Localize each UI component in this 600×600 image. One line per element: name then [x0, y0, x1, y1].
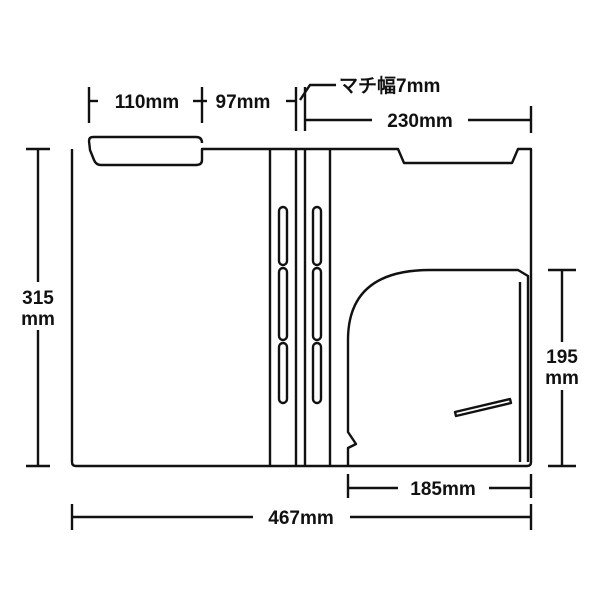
right-width-label: 230mm: [387, 111, 453, 132]
binding-fastener-left: [277, 205, 289, 405]
pocket-height-unit-label: mm: [545, 368, 579, 389]
gap-width-label: 97mm: [216, 92, 271, 113]
height-dimension: [26, 147, 50, 468]
inner-pocket-outline: [346, 268, 530, 466]
pocket-width-label: 185mm: [410, 479, 476, 500]
height-value-label: 315: [22, 288, 54, 309]
height-unit-label: mm: [21, 309, 55, 330]
pocket-height-dimension: [548, 268, 576, 468]
pocket-width-dimension: [346, 474, 533, 498]
tab-width-label: 110mm: [115, 92, 179, 113]
total-width-label: 467mm: [268, 508, 334, 529]
total-width-dimension: [70, 504, 533, 530]
top-dimensions: [87, 83, 533, 133]
card-slit: [453, 397, 513, 418]
pocket-height-value-label: 195: [546, 347, 578, 368]
folder-body-outline: [70, 135, 533, 468]
folder-outline: [70, 135, 533, 468]
gusset-width-label: マチ幅7mm: [339, 74, 440, 97]
binding-fastener-right: [311, 205, 323, 405]
